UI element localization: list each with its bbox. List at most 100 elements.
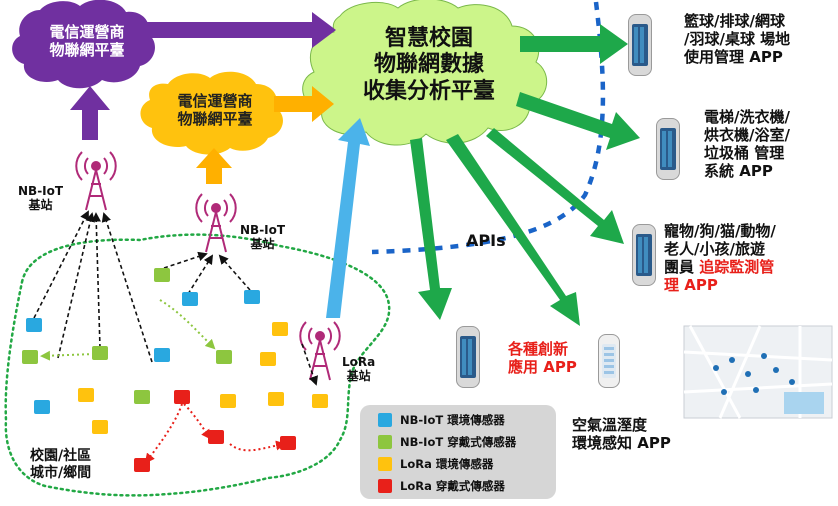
station-left-line2: 基站 (28, 198, 53, 213)
map-thumbnail (683, 325, 833, 419)
main-cloud-label: 智慧校園 物聯網數據 收集分析平臺 (334, 26, 524, 105)
facility-line1: 電梯/洗衣機/ (704, 108, 790, 126)
yellow-cloud-line1: 電信運營商 (177, 92, 253, 110)
legend-swatch (378, 413, 392, 427)
legend-item: NB-IoT 穿戴式傳感器 (378, 432, 516, 452)
lora-station-label: LoRa 基站 (342, 355, 375, 384)
legend-item: LoRa 穿戴式傳感器 (378, 476, 505, 496)
legend: NB-IoT 環境傳感器 NB-IoT 穿戴式傳感器 LoRa 環境傳感器 Lo… (360, 405, 556, 499)
sensor-nbiot-wearable (154, 268, 170, 282)
facility-line4: 系統 APP (704, 162, 773, 180)
arrow-nbiot-to-telecom-purple (70, 86, 110, 140)
sensor-nbiot-env (182, 292, 198, 306)
arrow-nbiot-to-telecom-orange (196, 148, 232, 184)
sensor-nbiot-env (244, 290, 260, 304)
sports-line2: /羽球/桌球 場地 (684, 30, 791, 48)
campus-line2: 城市/鄉間 (30, 464, 92, 481)
lora-tower (299, 321, 341, 381)
purple-cloud-line1: 電信運營商 (49, 23, 125, 41)
sensor-lora-env (272, 322, 288, 336)
arrow-telecom-to-platform-purple (146, 12, 336, 48)
station-lora-line2: 基站 (346, 369, 371, 384)
legend-label: LoRa 穿戴式傳感器 (400, 479, 505, 493)
sensor-nbiot-env (26, 318, 42, 332)
main-cloud-line3: 收集分析平臺 (362, 78, 495, 104)
nbiot-tower-middle (195, 193, 237, 253)
campus-region-boundary (4, 233, 391, 497)
sports-app-label: 籃球/排球/網球 /羽球/桌球 場地 使用管理 APP (684, 12, 834, 66)
wearable-movement-red (144, 403, 286, 464)
sports-line3: 使用管理 APP (684, 48, 783, 66)
sensor-lora-wearable (208, 430, 224, 444)
tracking-line4: 理 APP (664, 276, 718, 294)
arrow-telecom-to-platform-orange (274, 86, 334, 122)
tracking-line2: 老人/小孩/旅遊 (664, 240, 765, 258)
arrow-to-sports-app (520, 24, 628, 64)
legend-item: NB-IoT 環境傳感器 (378, 410, 505, 430)
air-app-label: 空氣溫溼度 環境感知 APP (572, 416, 702, 452)
legend-swatch (378, 479, 392, 493)
sensor-lora-env (260, 352, 276, 366)
main-cloud-line2: 物聯網數據 (373, 52, 484, 78)
campus-line1: 校園/社區 (30, 448, 92, 464)
nbiot-left-label: NB-IoT 基站 (18, 184, 63, 213)
sensor-lora-env (78, 388, 94, 402)
sensor-nbiot-wearable (134, 390, 150, 404)
arrow-to-tracking-app (486, 128, 624, 244)
facility-line2: 烘衣機/浴室/ (704, 126, 790, 144)
legend-swatch (378, 435, 392, 449)
legend-swatch (378, 457, 392, 471)
innovation-line2: 應用 APP (508, 358, 577, 376)
air-line2: 環境感知 APP (572, 434, 671, 452)
purple-cloud-line2: 物聯網平臺 (49, 41, 125, 59)
campus-label: 校園/社區 城市/鄉間 (30, 448, 91, 482)
phone-icon (456, 326, 480, 388)
tracking-line3-black: 團員 (664, 258, 700, 276)
telecom-cloud-yellow (140, 71, 283, 155)
legend-label: LoRa 環境傳感器 (400, 457, 494, 471)
arrow-to-facility-app (516, 92, 640, 150)
wearable-movement-green (40, 299, 216, 361)
facility-line3: 垃圾桶 管理 (704, 144, 785, 162)
sensor-lora-env (268, 392, 284, 406)
legend-label: NB-IoT 環境傳感器 (400, 413, 505, 427)
phone-icon (598, 334, 620, 388)
legend-label: NB-IoT 穿戴式傳感器 (400, 435, 517, 449)
tracking-line3: 團員 追踪監測管 (664, 258, 836, 276)
apis-label: APIs (466, 231, 506, 250)
nbiot-middle-label: NB-IoT 基站 (240, 223, 285, 252)
arrow-to-air-app (446, 134, 580, 326)
station-lora-line1: LoRa (342, 355, 376, 369)
air-line1: 空氣溫溼度 (572, 416, 648, 434)
innovation-line1: 各種創新 (508, 340, 569, 358)
telecom-cloud-purple (12, 0, 155, 89)
sports-line1: 籃球/排球/網球 (684, 12, 785, 30)
tracking-line3-red: 追踪監測管 (699, 258, 775, 276)
sensor-nbiot-wearable (216, 350, 232, 364)
sensors (22, 268, 328, 472)
sensor-lora-env (92, 420, 108, 434)
tracking-line1: 寵物/狗/猫/動物/ (664, 222, 776, 240)
phone-icon (656, 118, 680, 180)
arrow-lora-to-platform-blue (326, 118, 370, 318)
arrow-to-innovation-app (410, 138, 452, 320)
platform-cloud-main (302, 0, 548, 146)
phone-icon (632, 224, 656, 286)
facility-app-label: 電梯/洗衣機/ 烘衣機/浴室/ 垃圾桶 管理 系統 APP (704, 108, 834, 180)
sensor-lora-env (312, 394, 328, 408)
sensor-nbiot-env (34, 400, 50, 414)
phone-icon (628, 14, 652, 76)
yellow-cloud-line2: 物聯網平臺 (177, 110, 253, 128)
tracking-app-label: 寵物/狗/猫/動物/ 老人/小孩/旅遊 團員 追踪監測管 理 APP (664, 222, 836, 294)
sensor-lora-wearable (280, 436, 296, 450)
station-middle-line1: NB-IoT (240, 223, 286, 237)
network-boundary-dotted (371, 1, 606, 255)
purple-cloud-label: 電信運營商 物聯網平臺 (32, 23, 142, 59)
sensor-nbiot-wearable (92, 346, 108, 360)
sensor-nbiot-wearable (22, 350, 38, 364)
yellow-cloud-label: 電信運營商 物聯網平臺 (160, 92, 270, 128)
station-middle-line2: 基站 (250, 237, 275, 252)
legend-item: LoRa 環境傳感器 (378, 454, 493, 474)
